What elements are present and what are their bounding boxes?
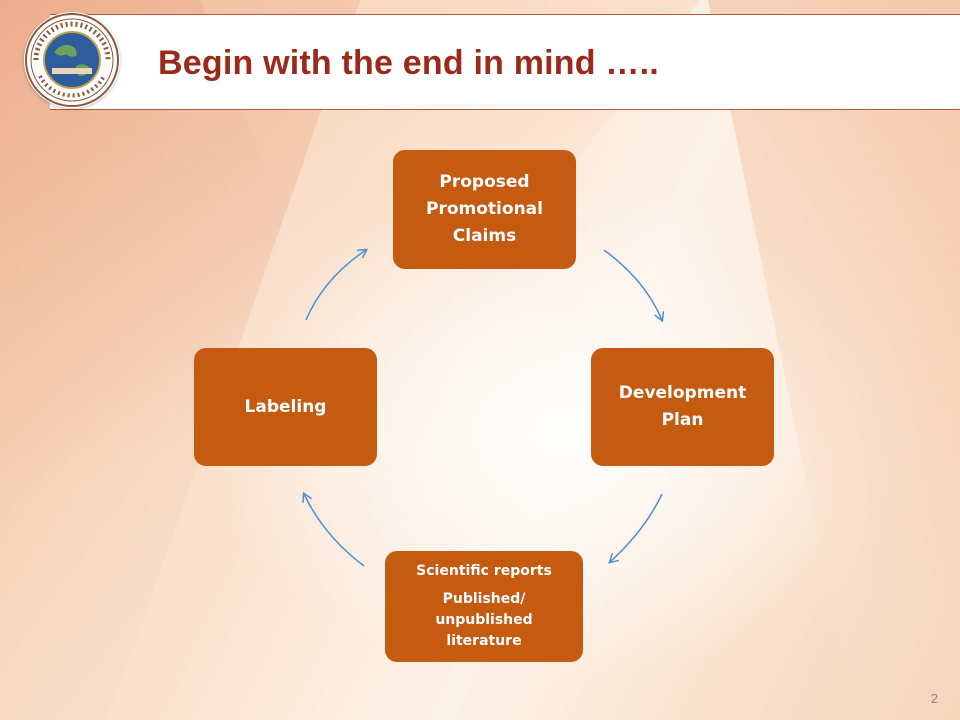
node-label-line: Development [618, 383, 747, 403]
cycle-arrow-icon [304, 494, 365, 567]
slide-title: Begin with the end in mind ….. [158, 44, 659, 82]
organization-seal-icon [24, 12, 120, 108]
node-label-line: unpublished [435, 612, 533, 628]
node-label-line: Scientific reports [416, 563, 552, 579]
cycle-node-scientific-reports: Scientific reports Published/ unpublishe… [385, 551, 583, 662]
cycle-arrow-icon [305, 250, 366, 321]
cycle-arrow-icon [603, 249, 662, 320]
cycle-node-proposed-claims: Proposed Promotional Claims [393, 150, 576, 269]
node-label-line: Proposed [439, 172, 530, 192]
node-label-line: Labeling [244, 396, 327, 417]
node-label-line: Plan [661, 410, 704, 430]
slide-number: 2 [930, 691, 938, 706]
cycle-arrow-icon [610, 493, 663, 562]
node-label-line: Promotional [426, 199, 543, 219]
header-band [50, 14, 960, 110]
cycle-node-development-plan: Development Plan [591, 348, 774, 466]
cycle-node-labeling: Labeling [194, 348, 377, 466]
node-label-line: literature [446, 633, 522, 649]
node-label-line: Published/ [442, 591, 526, 607]
node-label-line: Claims [452, 226, 517, 246]
